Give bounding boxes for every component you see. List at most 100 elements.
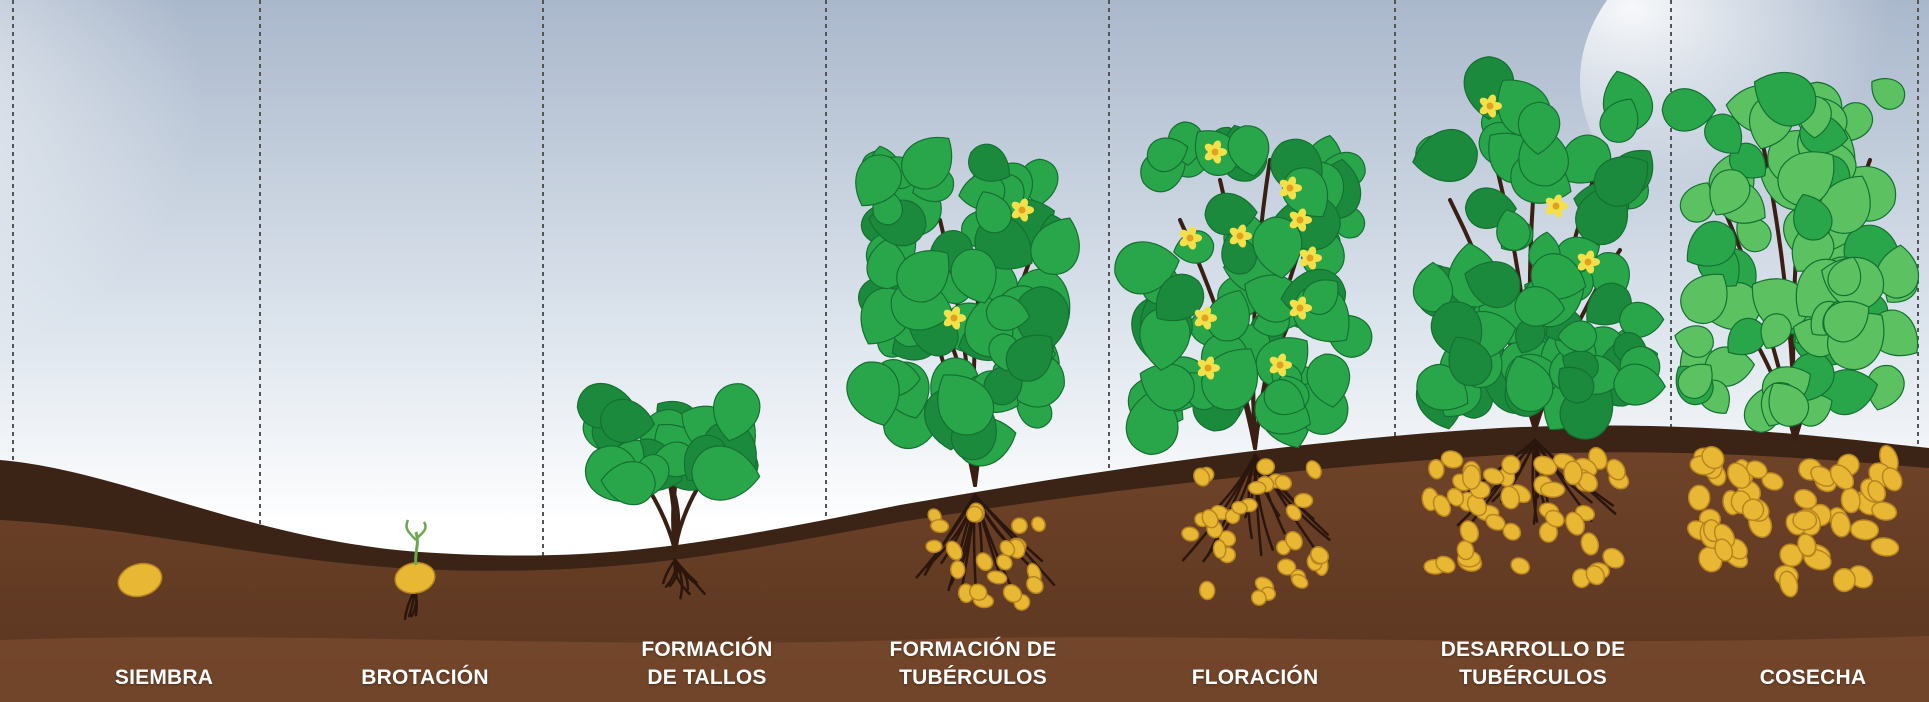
leaf — [600, 461, 656, 506]
tuber — [1565, 511, 1586, 536]
leaf — [1768, 382, 1810, 427]
tuber — [1793, 488, 1818, 510]
tuber — [1727, 462, 1751, 489]
root — [1247, 453, 1257, 540]
leaf — [1677, 363, 1713, 400]
tuber — [1198, 580, 1216, 601]
label-siembra-line-1: SIEMBRA — [114, 666, 214, 689]
label-brotacion-line-1: BROTACIÓN — [361, 666, 489, 689]
leaf — [1139, 306, 1191, 371]
tuber — [1256, 458, 1276, 476]
foliage — [846, 136, 1080, 467]
tuber — [1540, 481, 1566, 498]
leaf — [1599, 98, 1639, 143]
tuber — [996, 554, 1013, 571]
leaf — [1613, 363, 1666, 406]
label-cosecha: COSECHA — [1693, 664, 1929, 692]
leaf — [901, 136, 953, 190]
tuber — [1291, 573, 1309, 589]
flower — [1269, 353, 1292, 377]
tuber — [1687, 484, 1711, 511]
plant-cosecha — [1661, 71, 1919, 598]
tuber — [1714, 538, 1734, 562]
plant-siembra — [117, 562, 163, 598]
tuber — [1193, 467, 1211, 487]
tuber — [1432, 494, 1452, 517]
tuber — [1435, 555, 1456, 574]
tuber — [1250, 589, 1267, 606]
tuber — [1201, 509, 1219, 529]
tuber — [1585, 564, 1605, 586]
tuber — [1247, 480, 1267, 495]
tuber — [1310, 546, 1330, 565]
leaf — [1680, 273, 1728, 325]
leaf — [1412, 128, 1478, 182]
tuber — [1026, 575, 1044, 595]
leaf — [968, 143, 1011, 182]
sprout — [405, 519, 417, 541]
tuber — [1602, 547, 1625, 569]
label-desarrollo-tuberculos-line-2: TUBÉRCULOS — [1459, 666, 1607, 689]
tuber — [117, 562, 163, 598]
tuber — [394, 562, 436, 594]
tuber — [1446, 487, 1465, 507]
foliage — [1412, 56, 1666, 440]
leaf — [1146, 137, 1189, 173]
flower — [1545, 194, 1568, 218]
leaf — [1753, 71, 1817, 127]
sky-haze — [0, 0, 540, 520]
leaf — [1114, 241, 1180, 295]
leaf — [1005, 334, 1054, 382]
tuber — [1870, 537, 1900, 557]
tuber — [1510, 557, 1531, 575]
leaf — [1704, 113, 1743, 154]
tuber — [1830, 511, 1851, 538]
leaf — [1464, 261, 1521, 309]
root — [662, 558, 677, 585]
tuber — [1746, 460, 1768, 479]
leaf — [691, 445, 761, 501]
tuber — [1285, 504, 1302, 521]
tuber — [1461, 464, 1482, 490]
plant-floracion — [1114, 121, 1373, 606]
label-formacion-tuberculos-line-2: TUBÉRCULOS — [899, 666, 1047, 689]
tuber — [1274, 474, 1293, 491]
leaf — [1558, 366, 1595, 404]
root — [1491, 438, 1537, 503]
label-formacion-tuberculos: FORMACIÓN DE TUBÉRCULOS — [853, 636, 1093, 692]
leaf — [846, 361, 900, 427]
leaf — [1823, 300, 1870, 343]
tuber — [1832, 567, 1856, 593]
label-floracion-line-1: FLORACIÓN — [1191, 666, 1319, 689]
leaf — [1679, 182, 1715, 223]
tuber — [968, 583, 988, 601]
leaf — [1505, 355, 1554, 412]
foliage — [1661, 71, 1919, 434]
sprout — [414, 531, 419, 566]
tuber — [1456, 540, 1475, 561]
label-floracion: FLORACIÓN — [1135, 664, 1375, 692]
label-formacion-tallos-line-2: DE TALLOS — [647, 666, 767, 689]
tuber — [975, 552, 994, 572]
leaf — [1661, 88, 1717, 132]
tuber — [1285, 530, 1303, 551]
leaf — [1306, 353, 1351, 408]
flower — [1179, 226, 1202, 250]
plant-formacion-tallos — [576, 383, 761, 600]
tuber — [1867, 480, 1887, 503]
tuber — [966, 505, 984, 523]
leaf — [1155, 273, 1205, 322]
tuber — [950, 560, 966, 580]
leaf — [1139, 363, 1195, 411]
root — [973, 493, 1044, 563]
flower — [1479, 94, 1502, 118]
tuber — [1002, 584, 1023, 603]
label-brotacion: BROTACIÓN — [305, 664, 545, 692]
tuber — [1850, 519, 1880, 541]
label-formacion-tallos-line-1: FORMACIÓN — [641, 638, 773, 661]
tuber — [925, 539, 943, 554]
foliage — [576, 383, 761, 506]
foliage — [1114, 121, 1373, 456]
leaf — [1866, 364, 1905, 411]
